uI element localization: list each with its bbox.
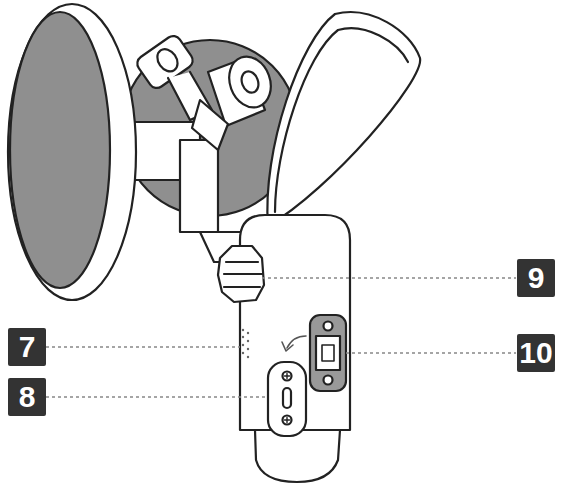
- callout-number: 8: [8, 378, 46, 416]
- adjustment-knob: [218, 246, 264, 302]
- arrow-head: [282, 342, 293, 351]
- cylinder-joint: [192, 51, 278, 150]
- speaker-holes: [242, 329, 249, 358]
- leader-line: [46, 346, 240, 348]
- power-switch: [322, 345, 334, 361]
- switch-housing: [316, 336, 340, 370]
- screw: [324, 376, 333, 385]
- leader-line: [346, 352, 516, 354]
- arm-post: [180, 140, 218, 232]
- switch-panel: [310, 315, 346, 391]
- callout-number: 10: [517, 334, 555, 372]
- screw: [283, 372, 292, 381]
- leader-line: [262, 277, 516, 279]
- open-arrow: [287, 336, 306, 348]
- callout-number: 9: [517, 259, 555, 297]
- usb-port: [283, 388, 291, 408]
- screw: [324, 322, 333, 331]
- screw: [283, 416, 292, 425]
- disc-rim: [8, 4, 136, 300]
- light-panel-edge: [275, 28, 408, 212]
- callout-number: 7: [8, 328, 46, 366]
- disc-face: [10, 12, 110, 288]
- leader-line: [46, 396, 268, 398]
- camera-lens-cap: [255, 430, 340, 482]
- port-cover: [268, 362, 306, 436]
- light-panel: [267, 12, 420, 226]
